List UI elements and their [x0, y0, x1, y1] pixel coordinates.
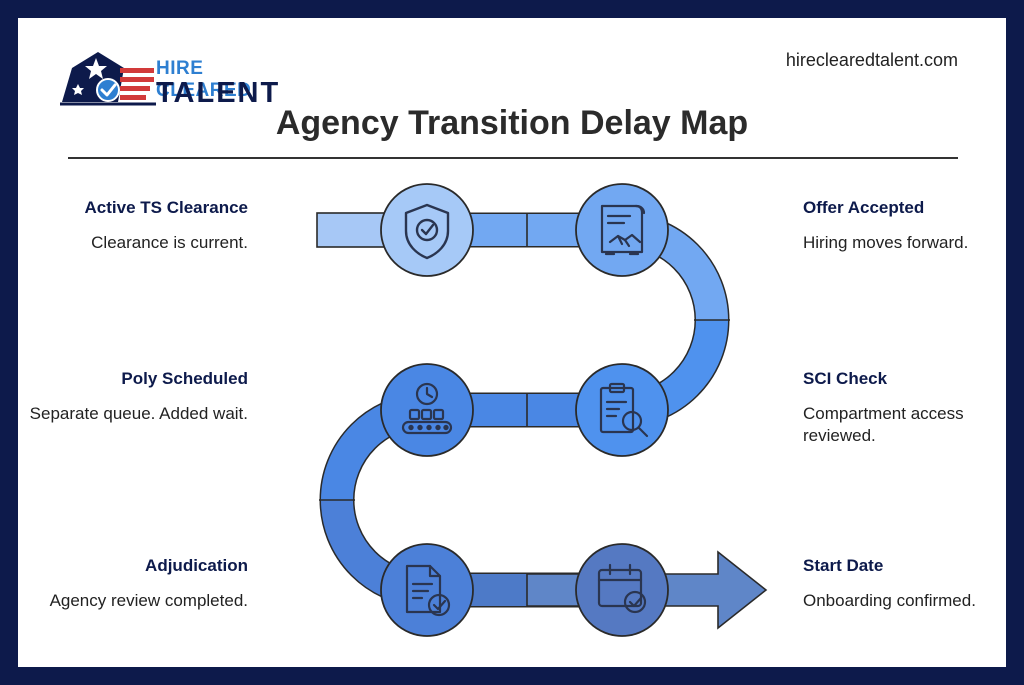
delay-map-path — [316, 183, 768, 637]
clock-conveyor-icon — [401, 382, 453, 435]
step-start-date: Start Date Onboarding confirmed. — [803, 556, 1003, 612]
infographic-frame: HIRE CLEARED TALENT hireclearedtalent.co… — [18, 18, 1006, 667]
shield-flag-logo-icon — [60, 52, 156, 106]
step-description: Hiring moves forward. — [803, 233, 969, 252]
step-offer-accepted: Offer Accepted Hiring moves forward. — [803, 198, 1003, 254]
step-title: Adjudication — [145, 556, 248, 575]
step-adjudication: Adjudication Agency review completed. — [18, 556, 248, 612]
step-title: SCI Check — [803, 369, 888, 388]
contract-handshake-icon — [600, 204, 646, 256]
step-description: Clearance is current. — [91, 233, 248, 252]
website-url: hireclearedtalent.com — [785, 50, 958, 70]
clipboard-search-icon — [599, 382, 649, 438]
document-check-icon — [405, 564, 451, 617]
step-description: Compartment access reviewed. — [803, 404, 964, 445]
title-divider — [68, 157, 958, 159]
step-node-offer-accepted — [575, 183, 669, 277]
step-title: Poly Scheduled — [121, 369, 248, 388]
step-node-poly-scheduled — [380, 363, 474, 457]
brand-name-line2: TALENT — [156, 77, 281, 109]
shield-check-icon — [404, 203, 450, 260]
step-poly-scheduled: Poly Scheduled Separate queue. Added wai… — [18, 369, 248, 425]
brand-logo: HIRE CLEARED TALENT — [58, 46, 298, 109]
step-title: Offer Accepted — [803, 198, 925, 217]
step-title: Active TS Clearance — [84, 198, 248, 217]
step-description: Agency review completed. — [49, 591, 248, 610]
step-node-start-date — [575, 543, 669, 637]
step-title: Start Date — [803, 556, 884, 575]
step-active-ts-clearance: Active TS Clearance Clearance is current… — [18, 198, 248, 254]
step-node-sci-check — [575, 363, 669, 457]
step-description: Separate queue. Added wait. — [29, 404, 248, 423]
calendar-check-icon — [597, 563, 647, 614]
step-sci-check: SCI Check Compartment access reviewed. — [803, 369, 1003, 447]
step-node-adjudication — [380, 543, 474, 637]
step-node-active-ts-clearance — [380, 183, 474, 277]
step-description: Onboarding confirmed. — [803, 591, 976, 610]
brand-name-line1: HIRE CLEARED — [156, 58, 252, 101]
page-title: Agency Transition Delay Map — [275, 104, 749, 142]
